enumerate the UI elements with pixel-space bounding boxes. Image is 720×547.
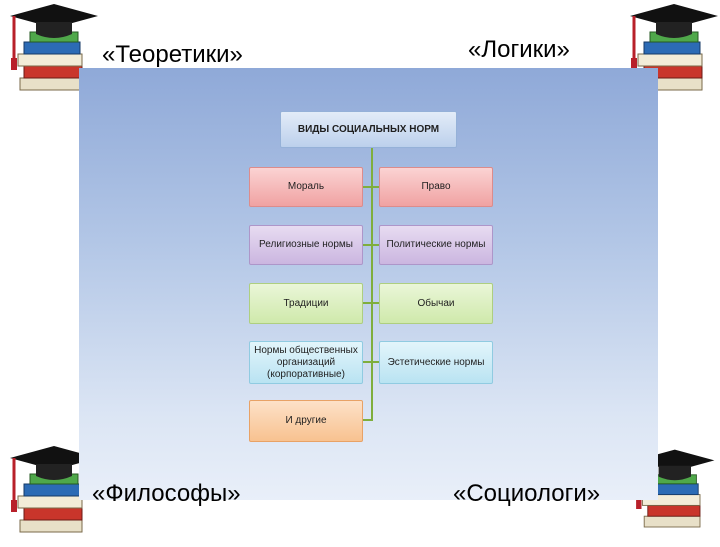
connector-line [362,186,380,188]
connector-line [362,302,380,304]
root-node: ВИДЫ СОЦИАЛЬНЫХ НОРМ [280,111,457,148]
connector-line [362,419,373,421]
social-norms-diagram: ВИДЫ СОЦИАЛЬНЫХ НОРМ Мораль Религиозные … [79,68,658,500]
label-theorists: «Теоретики» [102,41,243,68]
graduation-cap-books-icon [2,442,102,542]
connector-line [362,244,380,246]
node-corporate-norms: Нормы общественных организаций (корпорат… [249,341,363,384]
node-political-norms: Политические нормы [379,225,493,265]
node-religious-norms: Религиозные нормы [249,225,363,265]
label-philosophers: «Философы» [92,480,241,507]
node-aesthetic-norms: Эстетические нормы [379,341,493,384]
label-sociologists: «Социологи» [453,480,601,507]
node-and-others: И другие [249,400,363,442]
node-law: Право [379,167,493,207]
node-customs: Обычаи [379,283,493,324]
graduation-cap-books-icon [622,0,720,100]
connector-line [371,147,373,421]
node-morality: Мораль [249,167,363,207]
node-traditions: Традиции [249,283,363,324]
label-logicians: «Логики» [468,36,570,63]
connector-line [362,361,380,363]
